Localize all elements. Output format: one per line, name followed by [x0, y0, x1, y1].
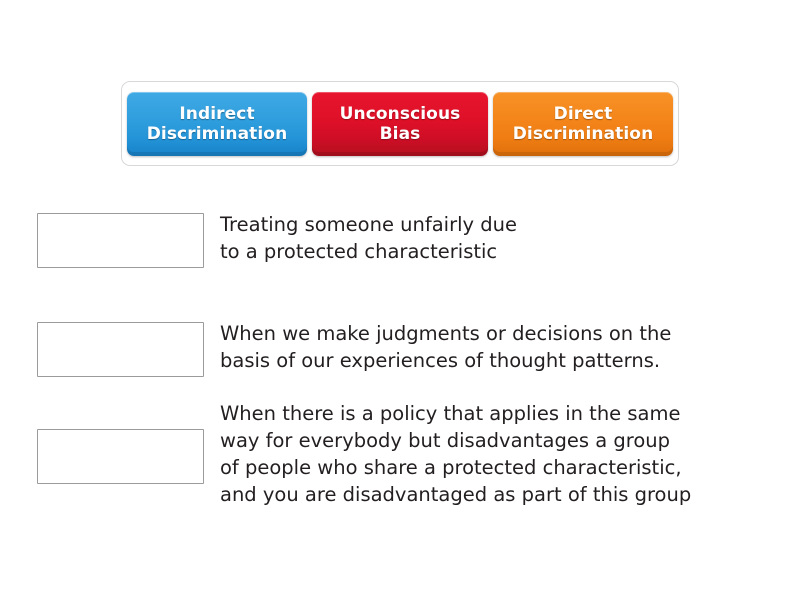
answer-dropzone-3[interactable] — [37, 429, 204, 484]
answer-dropzone-1[interactable] — [37, 213, 204, 268]
draggable-tile-direct-discrimination[interactable]: Direct Discrimination — [493, 91, 673, 156]
definition-text-3: When there is a policy that applies in t… — [220, 402, 692, 506]
answer-tile-tray: Indirect Discrimination Unconscious Bias… — [121, 81, 679, 166]
answer-dropzone-2[interactable] — [37, 322, 204, 377]
definition-text-2: When we make judgments or decisions on t… — [220, 322, 672, 372]
draggable-tile-indirect-discrimination[interactable]: Indirect Discrimination — [127, 91, 307, 156]
definition-text-1: Treating someone unfairly due to a prote… — [220, 213, 518, 263]
draggable-tile-unconscious-bias[interactable]: Unconscious Bias — [312, 91, 488, 156]
